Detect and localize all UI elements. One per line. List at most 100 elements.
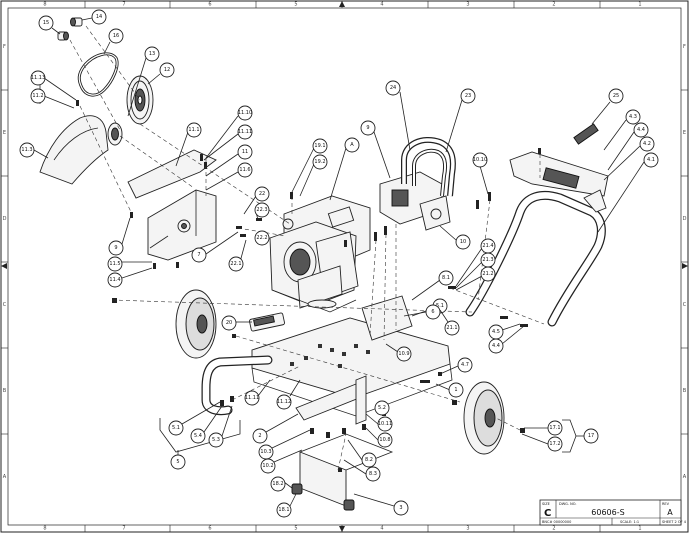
part-number: BNC# 00000000	[542, 520, 571, 524]
title-block: SIZE C DWG. NO. 60606-S REV A BNC# 00000…	[539, 499, 687, 526]
svg-text:9: 9	[366, 125, 369, 131]
svg-text:11.13: 11.13	[31, 75, 45, 81]
svg-text:10.8: 10.8	[379, 437, 390, 443]
svg-text:2: 2	[258, 433, 261, 439]
svg-text:19.2: 19.2	[314, 159, 325, 165]
callout-23: 23	[445, 88, 476, 153]
callout-13: 13	[127, 46, 160, 117]
svg-text:23: 23	[465, 93, 471, 99]
svg-text:1: 1	[454, 387, 457, 393]
handle-frame	[465, 190, 606, 327]
callout-8-2: 8.2	[347, 439, 377, 468]
zone-bottom-3: 3	[466, 526, 469, 532]
callout-24: 24	[385, 80, 411, 151]
callout-11-13: 11.13	[30, 70, 77, 101]
svg-text:5.1: 5.1	[436, 303, 444, 309]
svg-text:11.2: 11.2	[32, 93, 43, 99]
foot-pad-right	[343, 499, 355, 511]
group-bracket-17	[562, 419, 577, 453]
svg-text:10.9: 10.9	[398, 351, 409, 357]
callout-22-3: 22.3	[254, 202, 270, 221]
zone-left-c: C	[3, 302, 7, 308]
svg-text:15: 15	[43, 20, 49, 26]
svg-text:17: 17	[588, 433, 594, 439]
svg-text:8.2: 8.2	[365, 457, 373, 463]
zone-top-5: 5	[294, 2, 297, 8]
svg-text:6: 6	[431, 309, 434, 315]
callout-11-6: 11.6	[205, 162, 253, 191]
zone-right-f: F	[683, 44, 686, 50]
left-wheel	[175, 289, 217, 359]
svg-text:4.7: 4.7	[461, 362, 469, 368]
small-pulley	[107, 122, 123, 146]
rev-value: A	[667, 508, 673, 517]
callout-1: 1	[435, 382, 464, 398]
callout-11-4: 11.4	[107, 267, 153, 288]
callout-5: 5	[170, 450, 186, 470]
svg-text:11.3: 11.3	[21, 147, 32, 153]
svg-text:16: 16	[113, 33, 119, 39]
zone-left-e: E	[3, 130, 6, 136]
scale: SCALE: 1:1	[620, 520, 639, 524]
svg-text:11: 11	[242, 149, 248, 155]
belt-guard-cover	[39, 115, 109, 185]
zone-top-2: 2	[552, 2, 555, 8]
svg-text:9: 9	[114, 245, 117, 251]
svg-text:25: 25	[613, 93, 619, 99]
callout-9a: 9	[108, 217, 131, 256]
svg-text:8.1: 8.1	[442, 275, 450, 281]
svg-text:21.4: 21.4	[482, 243, 493, 249]
axle-spacer	[249, 312, 285, 332]
svg-text:11.12: 11.12	[277, 399, 291, 405]
svg-text:10.3: 10.3	[260, 449, 271, 455]
svg-text:10: 10	[460, 239, 466, 245]
right-wheel	[463, 381, 505, 455]
svg-text:22.3: 22.3	[256, 207, 267, 213]
callout-4-4a: 4.4	[607, 122, 649, 171]
callout-25: 25	[591, 88, 624, 125]
callout-10-8: 10.8	[365, 427, 393, 448]
zone-top-8: 8	[43, 2, 46, 8]
rev-label: REV	[662, 502, 670, 506]
callout-8-1: 8.1	[411, 270, 454, 301]
svg-text:19.1: 19.1	[314, 143, 325, 149]
callout-4-4b: 4.4	[488, 325, 525, 354]
svg-text:17.2: 17.2	[549, 441, 560, 447]
callout-11-10: 11.10	[205, 105, 253, 159]
callout-11-5: 11.5	[107, 256, 152, 272]
callout-19-1: 19.1	[291, 138, 328, 193]
callout-4-5: 4.5	[488, 323, 521, 340]
callout-11-2: 11.2	[30, 88, 75, 109]
pressure-pump	[379, 171, 451, 231]
svg-text:17.1: 17.1	[549, 425, 560, 431]
group-bracket-5	[159, 418, 241, 453]
svg-text:5.3: 5.3	[212, 437, 220, 443]
svg-text:18.2: 18.2	[272, 481, 283, 487]
callout-8-3: 8.3	[343, 459, 381, 482]
callout-10-11: 10.11	[365, 413, 393, 432]
svg-text:11.11: 11.11	[245, 395, 259, 401]
svg-text:22: 22	[259, 191, 265, 197]
foot-pad-left	[291, 483, 303, 495]
svg-text:5.4: 5.4	[194, 433, 202, 439]
zone-left-b: B	[3, 388, 7, 394]
svg-text:21.2: 21.2	[482, 271, 493, 277]
callout-20: 20	[221, 315, 252, 331]
svg-text:24: 24	[390, 85, 396, 91]
zone-bottom-7: 7	[122, 526, 125, 532]
callout-11-11: 11.11	[203, 124, 253, 161]
callout-17-2: 17.2	[521, 433, 563, 452]
svg-text:22.1: 22.1	[230, 261, 241, 267]
zone-top-3: 3	[466, 2, 469, 8]
svg-text:4.4: 4.4	[492, 343, 500, 349]
callout-17-1: 17.1	[524, 420, 563, 436]
svg-text:22.2: 22.2	[256, 235, 267, 241]
svg-text:13: 13	[149, 51, 155, 57]
sheet-border-inner	[7, 7, 682, 526]
svg-text:12: 12	[164, 67, 170, 73]
callout-10: 10	[439, 225, 471, 250]
zone-bottom-2: 2	[552, 526, 555, 532]
